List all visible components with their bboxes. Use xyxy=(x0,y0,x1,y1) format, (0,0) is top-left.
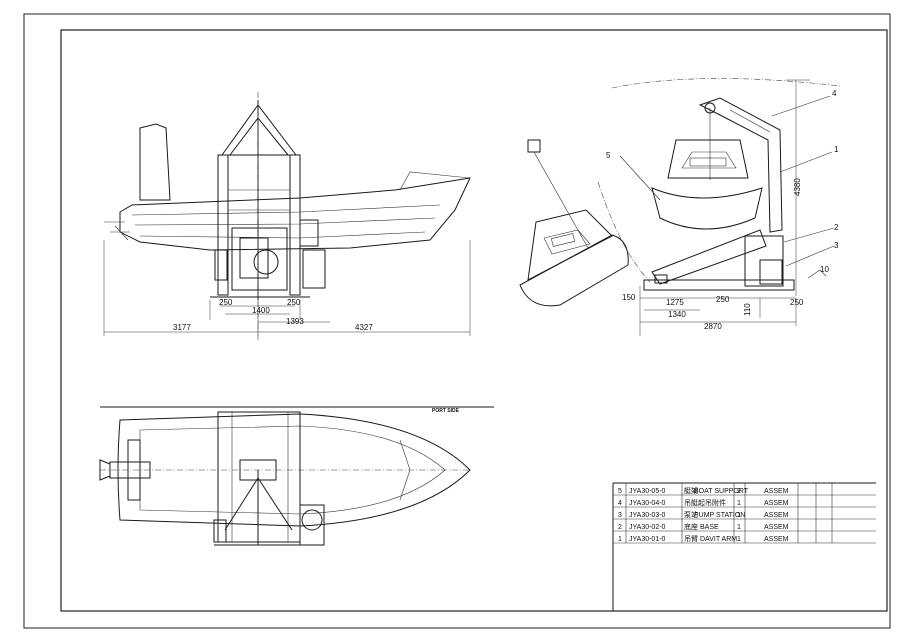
part-code: JYA30-05-0 xyxy=(629,488,666,495)
side-dim-6: 4327 xyxy=(355,323,373,332)
callout-1: 1 xyxy=(834,145,839,154)
part-no: 3 xyxy=(618,512,622,519)
outer-border xyxy=(23,13,891,629)
part-code: JYA30-01-0 xyxy=(629,536,666,543)
part-name: BASE xyxy=(700,524,719,531)
part-qty: 1 xyxy=(737,536,741,543)
part-code: JYA30-02-0 xyxy=(629,524,666,531)
part-name: PUMP STATION xyxy=(694,512,745,519)
part-code: JYA30-03-0 xyxy=(629,512,666,519)
end-dim-2: 1275 xyxy=(666,298,684,307)
parts-list: 5 JYA30-05-0 艇架 BOAT SUPPORT 2 ASSEM 4 J… xyxy=(612,482,876,611)
end-angle-mark: 10 xyxy=(820,265,829,274)
side-dim-1: 250 xyxy=(219,298,233,307)
end-dim-8: 4380 xyxy=(793,178,802,196)
part-type: ASSEM xyxy=(764,512,789,519)
part-code: JYA30-04-0 xyxy=(629,500,666,507)
part-type: ASSEM xyxy=(764,488,789,495)
part-no: 4 xyxy=(618,500,622,507)
end-dim-3: 250 xyxy=(716,295,730,304)
parts-row: 1 JYA30-01-0 吊臂 DAVIT ARM 1 ASSEM xyxy=(618,534,789,543)
part-type: ASSEM xyxy=(764,500,789,507)
part-name: DAVIT ARM xyxy=(700,536,737,543)
parts-row: 2 JYA30-02-0 底座 BASE 1 ASSEM xyxy=(618,522,789,531)
part-cn: 吊臂 xyxy=(684,534,698,543)
part-no: 1 xyxy=(618,536,622,543)
parts-row: 5 JYA30-05-0 艇架 BOAT SUPPORT 2 ASSEM xyxy=(618,486,789,495)
part-no: 5 xyxy=(618,488,622,495)
callout-2: 2 xyxy=(834,223,839,232)
end-dim-4: 1340 xyxy=(668,310,686,319)
part-cn: 泵站 xyxy=(684,510,698,519)
side-dim-3: 250 xyxy=(287,298,301,307)
callout-3: 3 xyxy=(834,241,839,250)
part-type: ASSEM xyxy=(764,524,789,531)
end-dim-5: 2870 xyxy=(704,322,722,331)
part-qty: 1 xyxy=(737,524,741,531)
side-dim-2: 1400 xyxy=(252,306,270,315)
parts-row: 4 JYA30-04-0 吊艇起吊附件 1 ASSEM xyxy=(618,498,789,507)
end-dim-1: 150 xyxy=(622,293,636,302)
part-no: 2 xyxy=(618,524,622,531)
part-qty: 1 xyxy=(737,512,741,519)
side-dim-4: 1393 xyxy=(286,317,304,326)
part-cn: 艇架 xyxy=(684,486,698,495)
part-cn: 吊艇起吊附件 xyxy=(684,498,726,507)
end-dim-6: 110 xyxy=(743,303,752,316)
end-view: 4380 150 1275 250 1340 2870 110 250 10 4… xyxy=(519,78,841,336)
plan-view: PORT SIDE xyxy=(99,406,494,546)
side-view: 250 1400 250 1393 3177 4327 xyxy=(103,92,471,340)
part-qty: 2 xyxy=(737,488,741,495)
inner-border xyxy=(60,29,888,612)
parts-row: 3 JYA30-03-0 泵站 PUMP STATION 1 ASSEM xyxy=(618,510,789,519)
port-side-label: PORT SIDE xyxy=(432,408,460,414)
callout-5: 5 xyxy=(606,151,611,160)
part-type: ASSEM xyxy=(764,536,789,543)
side-dim-5: 3177 xyxy=(173,323,191,332)
part-cn: 底座 xyxy=(684,522,698,531)
part-qty: 1 xyxy=(737,500,741,507)
callout-4: 4 xyxy=(832,89,837,98)
end-dim-7: 250 xyxy=(790,298,804,307)
part-name: BOAT SUPPORT xyxy=(694,488,749,495)
